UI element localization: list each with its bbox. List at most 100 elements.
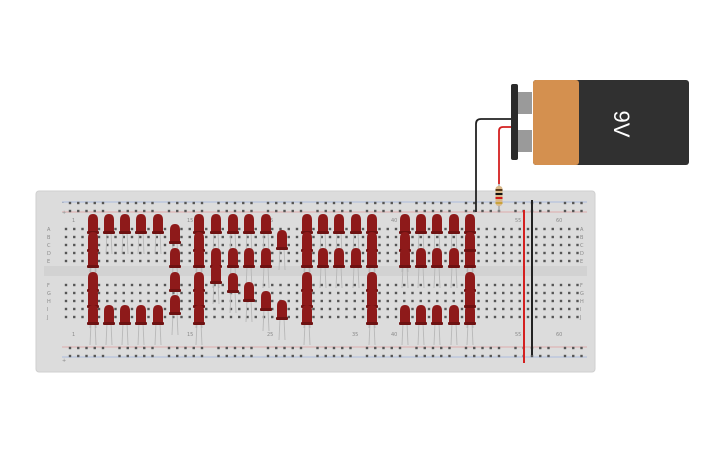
row-letter: E xyxy=(47,259,50,265)
led-lead xyxy=(154,231,157,255)
led[interactable] xyxy=(152,305,164,325)
led-lead xyxy=(110,231,113,255)
led[interactable] xyxy=(415,214,427,234)
led-lead xyxy=(438,322,441,346)
led[interactable] xyxy=(260,214,272,234)
column-number: 60 xyxy=(556,332,562,338)
led-lead xyxy=(373,322,376,346)
battery-terminal-negative xyxy=(518,92,532,114)
led-array[interactable] xyxy=(87,214,476,325)
led-lead xyxy=(357,265,360,289)
led[interactable] xyxy=(301,305,313,325)
led[interactable] xyxy=(243,214,255,234)
led-lead xyxy=(126,231,129,255)
led-lead xyxy=(94,322,97,346)
led-lead xyxy=(267,265,270,289)
led[interactable] xyxy=(317,214,329,234)
led-lead xyxy=(121,231,124,255)
led-lead xyxy=(283,247,286,271)
row-letter: G xyxy=(47,291,51,297)
led[interactable] xyxy=(366,214,378,234)
led[interactable] xyxy=(431,214,443,234)
led-lead xyxy=(110,322,113,346)
led-lead xyxy=(417,322,420,346)
led[interactable] xyxy=(464,248,476,268)
led[interactable] xyxy=(169,295,181,315)
resistor[interactable] xyxy=(495,180,503,212)
led[interactable] xyxy=(260,291,272,311)
led-lead xyxy=(308,322,311,346)
led[interactable] xyxy=(87,248,99,268)
led[interactable] xyxy=(243,248,255,268)
led-lead xyxy=(433,265,436,289)
led[interactable] xyxy=(333,214,345,234)
led[interactable] xyxy=(317,248,329,268)
led[interactable] xyxy=(87,305,99,325)
led-lead xyxy=(368,322,371,346)
led[interactable] xyxy=(260,248,272,268)
led-lead xyxy=(176,312,179,336)
led[interactable] xyxy=(464,232,476,252)
row-letter: F xyxy=(580,283,583,289)
led-lead xyxy=(401,265,404,289)
led[interactable] xyxy=(243,282,255,302)
led[interactable] xyxy=(227,214,239,234)
led[interactable] xyxy=(193,214,205,234)
row-letter: J xyxy=(579,315,581,321)
battery-negative-wire[interactable] xyxy=(475,118,511,212)
led[interactable] xyxy=(135,214,147,234)
led-lead xyxy=(229,290,232,314)
led[interactable] xyxy=(119,305,131,325)
led[interactable] xyxy=(169,248,181,268)
led[interactable] xyxy=(152,214,164,234)
led[interactable] xyxy=(431,248,443,268)
led-lead xyxy=(159,231,162,255)
led[interactable] xyxy=(169,272,181,292)
led[interactable] xyxy=(350,248,362,268)
led[interactable] xyxy=(464,214,476,234)
led[interactable] xyxy=(210,264,222,284)
led[interactable] xyxy=(193,248,205,268)
led[interactable] xyxy=(415,248,427,268)
led[interactable] xyxy=(119,214,131,234)
positive-rail-symbol-bottom: + xyxy=(62,358,66,364)
led[interactable] xyxy=(193,305,205,325)
led[interactable] xyxy=(103,214,115,234)
led[interactable] xyxy=(135,305,147,325)
led[interactable] xyxy=(448,248,460,268)
led[interactable] xyxy=(464,288,476,308)
led-lead xyxy=(217,281,220,305)
led-lead xyxy=(471,322,474,346)
led[interactable] xyxy=(399,305,411,325)
led[interactable] xyxy=(399,248,411,268)
led-lead xyxy=(450,322,453,346)
led[interactable] xyxy=(103,305,115,325)
led[interactable] xyxy=(448,214,460,234)
led[interactable] xyxy=(350,214,362,234)
led[interactable] xyxy=(399,214,411,234)
led[interactable] xyxy=(366,248,378,268)
led[interactable] xyxy=(276,230,288,250)
led-lead xyxy=(278,247,281,271)
led-lead xyxy=(433,322,436,346)
battery-positive-wire[interactable] xyxy=(498,126,511,184)
led[interactable] xyxy=(415,305,427,325)
led[interactable] xyxy=(227,248,239,268)
led[interactable] xyxy=(301,214,313,234)
led[interactable] xyxy=(227,273,239,293)
led[interactable] xyxy=(431,305,443,325)
led[interactable] xyxy=(333,248,345,268)
led[interactable] xyxy=(169,224,181,244)
led-lead xyxy=(438,265,441,289)
led-lead xyxy=(450,265,453,289)
led[interactable] xyxy=(210,214,222,234)
led[interactable] xyxy=(276,300,288,320)
led[interactable] xyxy=(448,305,460,325)
led[interactable] xyxy=(301,248,313,268)
led[interactable] xyxy=(87,214,99,234)
battery-9v[interactable]: 9V xyxy=(511,80,689,165)
led[interactable] xyxy=(366,305,378,325)
led[interactable] xyxy=(464,305,476,325)
